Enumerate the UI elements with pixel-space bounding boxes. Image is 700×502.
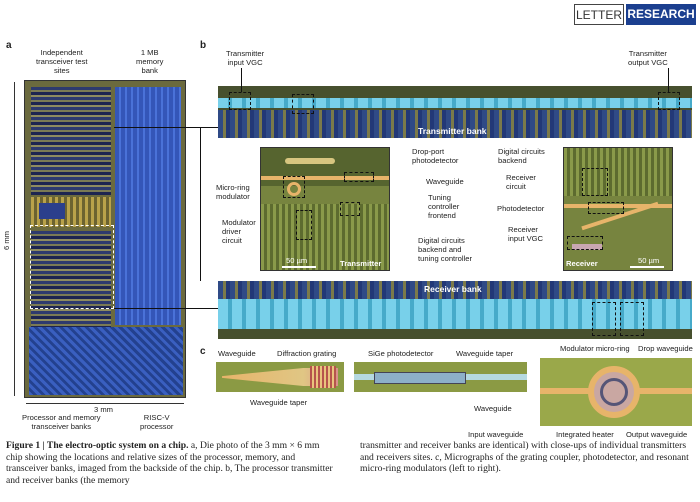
rx-site-box-2 bbox=[620, 302, 644, 336]
panel-c-label: c bbox=[200, 346, 206, 357]
tx-driver-box bbox=[296, 210, 312, 240]
transmitter-closeup-label: Transmitter bbox=[340, 259, 382, 268]
rx-bank-label: Receiver bank bbox=[424, 284, 482, 294]
transmitter-closeup-photo bbox=[260, 147, 390, 271]
receiver-closeup-photo bbox=[563, 147, 673, 271]
diffraction-grating-label: Diffraction grating bbox=[277, 349, 337, 358]
caption-col1: Figure 1 | The electro-optic system on a… bbox=[6, 440, 336, 486]
integrated-heater-label: Integrated heater bbox=[556, 430, 614, 439]
sige-photodetector-photo bbox=[354, 362, 527, 392]
die-photo bbox=[24, 80, 186, 398]
proc-mem-banks-label: Processor and memory transceiver banks bbox=[22, 413, 101, 431]
receiver-closeup-label: Receiver bbox=[566, 259, 598, 268]
research-tag: RESEARCH bbox=[626, 4, 696, 25]
tuning-frontend-label: Tuning controller frontend bbox=[428, 193, 460, 220]
drop-port-label: Drop-port photodetector bbox=[412, 147, 459, 165]
tx-output-vgc-label: Transmitter output VGC bbox=[628, 49, 668, 67]
rx-input-vgc-label: Receiver input VGC bbox=[508, 225, 544, 243]
waveguide-label-b: Waveguide bbox=[426, 177, 464, 186]
riscv-label: RISC-V processor bbox=[140, 413, 174, 431]
mod-driver-label: Modulator driver circuit bbox=[222, 218, 256, 245]
tx-scale-bar bbox=[282, 266, 316, 268]
panel-b-label: b bbox=[200, 40, 207, 51]
receiver-bank-photo bbox=[218, 281, 692, 339]
tx-input-leader bbox=[241, 68, 242, 92]
grating-coupler-photo bbox=[216, 362, 344, 392]
micro-ring-photo bbox=[540, 358, 692, 426]
rx-scale-bar bbox=[630, 266, 664, 268]
width-dimension-label: 3 mm bbox=[94, 405, 113, 414]
tx-input-vgc-box bbox=[229, 92, 251, 110]
rx-site-box bbox=[592, 302, 616, 336]
connector-vertical bbox=[200, 127, 201, 281]
digital-backend-tuning-label: Digital circuits backend and tuning cont… bbox=[418, 236, 473, 263]
die-highlight-box bbox=[30, 225, 114, 309]
tx-output-vgc-box bbox=[658, 92, 680, 110]
caption-text-2: transmitter and receiver banks are ident… bbox=[360, 440, 689, 475]
height-dimension-label: 6 mm bbox=[2, 231, 11, 250]
connector-die-rx bbox=[114, 308, 218, 309]
rx-circuit-box bbox=[582, 168, 608, 196]
height-dimension-line bbox=[14, 82, 15, 396]
rx-scale-label: 50 µm bbox=[638, 256, 660, 265]
waveguide-taper-label-2: Waveguide taper bbox=[456, 349, 514, 358]
output-waveguide-label: Output waveguide bbox=[626, 430, 688, 439]
panel-a-label: a bbox=[6, 40, 12, 51]
tx-pd-box bbox=[344, 172, 374, 182]
waveguide-label-c1: Waveguide bbox=[218, 349, 256, 358]
rx-pd-box bbox=[588, 202, 624, 214]
waveguide-taper-label-1: Waveguide taper bbox=[250, 398, 308, 407]
photodetector-label: Photodetector bbox=[497, 204, 545, 213]
tx-tuning-box bbox=[340, 202, 360, 216]
sige-pd-label: SiGe photodetector bbox=[368, 349, 434, 358]
caption-col2: transmitter and receiver banks are ident… bbox=[360, 440, 694, 475]
letter-tag: LETTER bbox=[574, 4, 624, 25]
micro-ring-label: Micro-ring modulator bbox=[216, 183, 250, 201]
tx-site-box bbox=[292, 94, 314, 114]
tx-ring-box bbox=[283, 176, 305, 198]
receiver-circuit-label: Receiver circuit bbox=[506, 173, 536, 191]
mod-micro-ring-label: Modulator micro-ring bbox=[560, 344, 630, 353]
figure-title: Figure 1 | The electro-optic system on a… bbox=[6, 440, 189, 451]
drop-waveguide-label: Drop waveguide bbox=[638, 344, 693, 353]
connector-die-tx bbox=[114, 127, 218, 128]
test-sites-label: Independent transceiver test sites bbox=[36, 48, 88, 75]
memory-bank-label: 1 MB memory bank bbox=[136, 48, 164, 75]
caption-text-1: a, Die photo of the 3 mm × 6 mm chip sho… bbox=[6, 440, 333, 486]
tx-bank-label: Transmitter bank bbox=[418, 126, 487, 136]
rx-vgc-box bbox=[567, 236, 603, 250]
input-waveguide-label: Input waveguide bbox=[468, 430, 524, 439]
digital-backend-label: Digital circuits backend bbox=[498, 147, 545, 165]
width-dimension-line bbox=[26, 403, 184, 404]
tx-input-vgc-label: Transmitter input VGC bbox=[226, 49, 265, 67]
waveguide-label-c2: Waveguide bbox=[474, 404, 512, 413]
tx-output-leader bbox=[668, 68, 669, 92]
tx-scale-label: 50 µm bbox=[286, 256, 308, 265]
